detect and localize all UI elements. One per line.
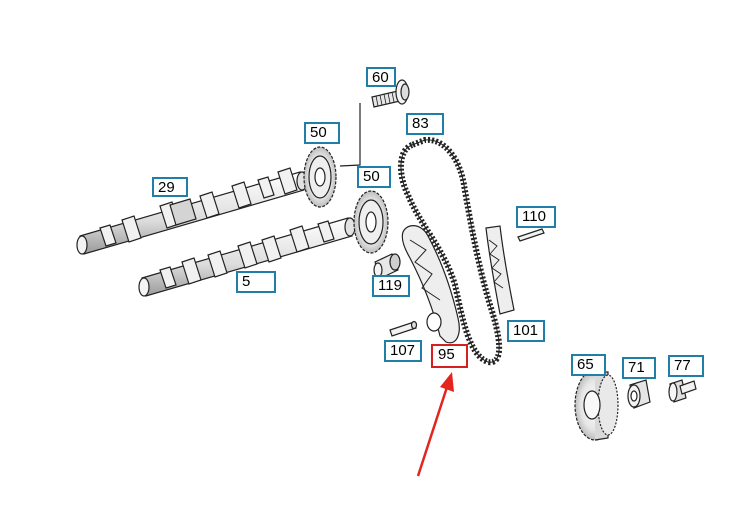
crankshaft-sprocket-65 xyxy=(574,369,619,441)
chain-tensioner-119 xyxy=(373,253,401,279)
callout-77[interactable]: 77 xyxy=(668,355,704,377)
guide-rail-101 xyxy=(485,225,515,315)
camshaft-sprocket-50-lower xyxy=(353,190,389,254)
callout-110[interactable]: 110 xyxy=(516,206,556,228)
camshaft-5 xyxy=(138,217,356,297)
tensioner-rail-95 xyxy=(401,225,460,344)
callout-71[interactable]: 71 xyxy=(622,357,656,379)
washer-71 xyxy=(627,379,651,409)
callout-5[interactable]: 5 xyxy=(236,271,276,293)
leader-line-60 xyxy=(339,103,361,167)
pin-107 xyxy=(389,320,418,337)
callout-65[interactable]: 65 xyxy=(571,354,606,376)
callout-50-upper[interactable]: 50 xyxy=(304,122,340,144)
callout-60[interactable]: 60 xyxy=(366,67,396,87)
pointer-arrow xyxy=(416,372,454,477)
bolt-60 xyxy=(371,79,410,108)
timing-chain-83 xyxy=(398,136,503,366)
callout-119[interactable]: 119 xyxy=(372,275,410,297)
camshaft-29 xyxy=(76,167,308,255)
camshaft-sprocket-50-upper xyxy=(303,146,337,208)
callout-107[interactable]: 107 xyxy=(384,340,422,362)
callout-95-highlighted[interactable]: 95 xyxy=(431,344,468,368)
pin-110 xyxy=(517,228,545,242)
callout-83[interactable]: 83 xyxy=(406,113,444,135)
callout-50-lower[interactable]: 50 xyxy=(357,166,391,188)
bolt-77 xyxy=(668,379,697,403)
callout-101[interactable]: 101 xyxy=(507,320,545,342)
callout-29[interactable]: 29 xyxy=(152,177,188,197)
